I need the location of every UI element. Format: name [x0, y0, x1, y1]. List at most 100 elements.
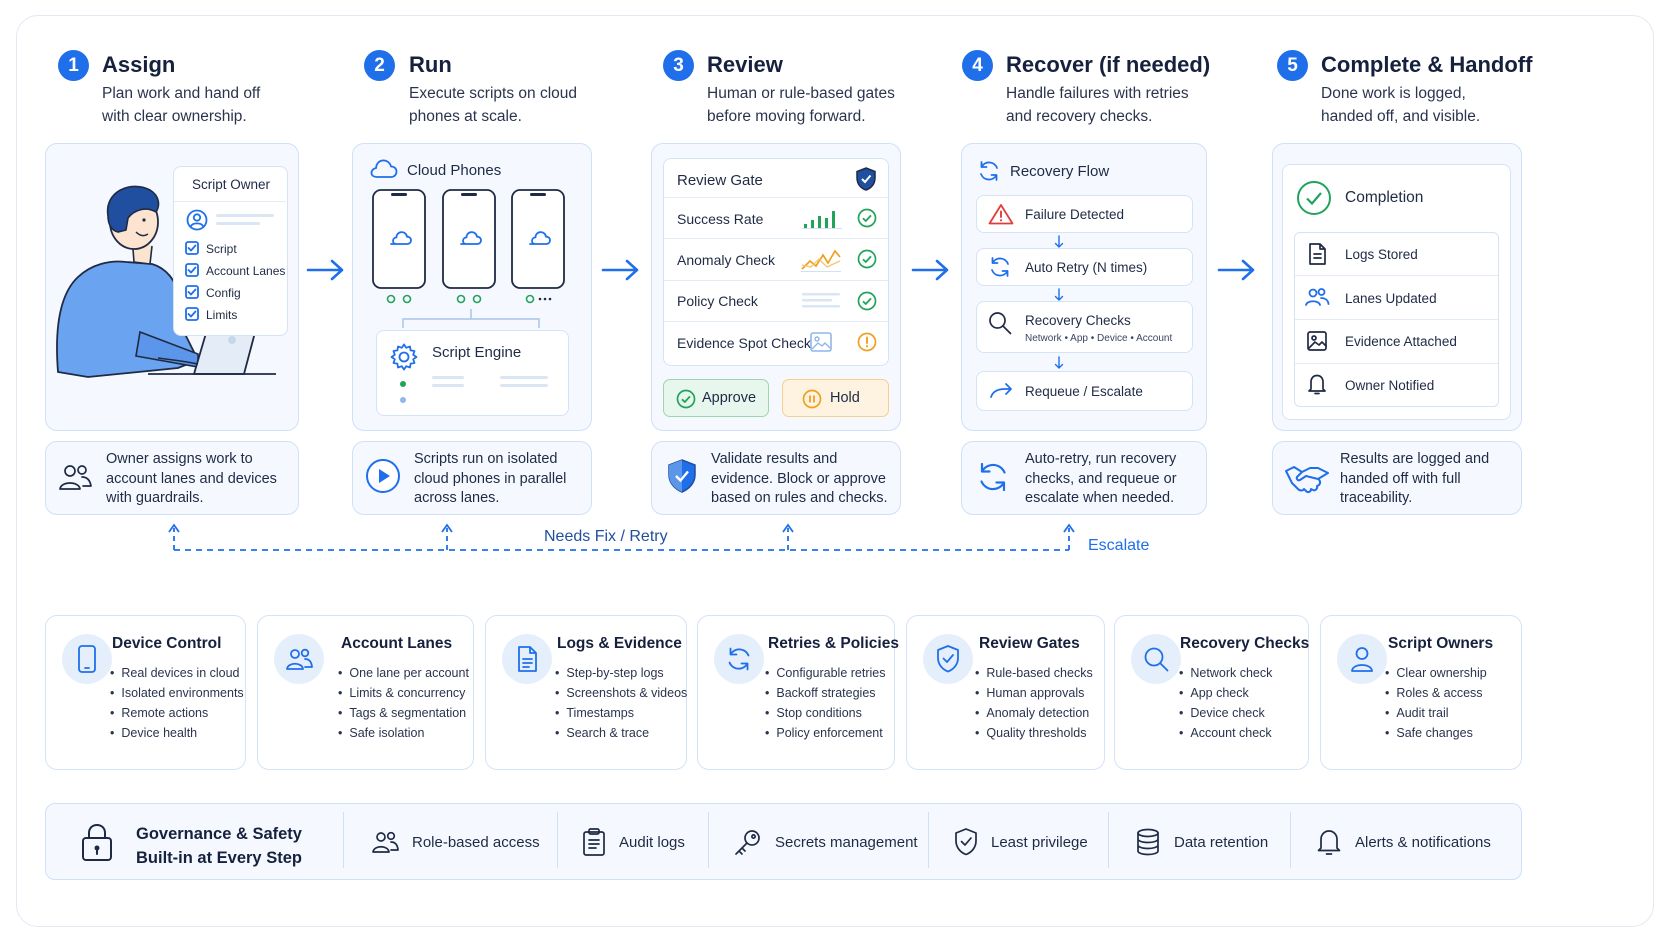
governance-bar: [45, 803, 1522, 880]
phone-device-icon: [511, 189, 565, 289]
play-circle-icon: [366, 459, 400, 493]
governance-item-secrets: Secrets management: [733, 822, 918, 862]
flow-arrow-icon: [911, 259, 949, 281]
phone-icon: [62, 634, 112, 684]
recovery-checks-label: Recovery Checks: [1025, 313, 1131, 328]
feature-title: Review Gates: [979, 635, 1080, 652]
down-arrow-icon: [1054, 235, 1064, 248]
governance-item-label: Data retention: [1174, 833, 1269, 851]
feature-bullet: Search & trace: [555, 723, 687, 743]
recovery-flow-title: Recovery Flow: [1010, 163, 1110, 180]
flow-arrow-icon: [601, 259, 639, 281]
feature-bullet: Remote actions: [110, 703, 244, 723]
step-1-desc: Plan work and hand off with clear owners…: [102, 85, 261, 125]
recover-caption-box: [961, 441, 1207, 515]
feature-bullet: Safe changes: [1385, 723, 1487, 743]
phone-device-icon: [442, 189, 496, 289]
completion-title: Completion: [1345, 189, 1424, 206]
feature-bullet: Timestamps: [555, 703, 687, 723]
feature-card-recovery-checks: Recovery Checks Network check App check …: [1114, 615, 1309, 770]
feature-title: Logs & Evidence: [557, 635, 682, 652]
governance-title-line1: Governance & Safety: [136, 825, 302, 843]
feature-card-device-control: Device Control Real devices in cloud Iso…: [45, 615, 246, 770]
completion-item: Logs Stored: [1345, 247, 1418, 262]
feature-bullet: Audit trail: [1385, 703, 1487, 723]
escalate-label: Escalate: [1088, 537, 1150, 554]
feature-bullet: Quality thresholds: [975, 723, 1093, 743]
refresh-icon: [714, 634, 764, 684]
feature-bullet: Configurable retries: [765, 663, 885, 683]
assign-caption: Owner assigns work to account lanes and …: [106, 451, 277, 506]
hold-label: Hold: [830, 390, 860, 406]
search-icon: [1131, 634, 1181, 684]
governance-title-line2: Built-in at Every Step: [136, 849, 302, 867]
completion-item: Evidence Attached: [1345, 334, 1457, 349]
shield-check-icon: [668, 459, 696, 493]
step-1-number: 1: [58, 50, 89, 81]
governance-divider: [928, 812, 929, 868]
flow-arrow-icon: [306, 259, 344, 281]
alert-triangle-icon: [988, 204, 1014, 225]
refresh-icon: [980, 462, 1006, 492]
anomaly-line-icon: [801, 249, 841, 272]
feature-bullet: Isolated environments: [110, 683, 243, 703]
governance-item-retention: Data retention: [1134, 822, 1268, 862]
feature-bullet: Rule-based checks: [975, 663, 1092, 683]
assign-item: Config: [206, 286, 241, 300]
users-icon: [59, 465, 92, 490]
document-icon: [1309, 243, 1326, 265]
feature-bullet: Network check: [1179, 663, 1272, 683]
cloud-icon: [370, 159, 398, 178]
user-icon: [1337, 634, 1387, 684]
search-icon: [989, 312, 1012, 335]
feature-bullet: Account check: [1179, 723, 1272, 743]
approve-button[interactable]: Approve: [663, 379, 769, 417]
document-icon: [502, 634, 552, 684]
governance-title: Governance & Safety Built-in at Every St…: [136, 822, 302, 870]
governance-item-label: Audit logs: [619, 833, 685, 851]
step-5-desc: Done work is logged, handed off, and vis…: [1321, 85, 1481, 125]
hold-button[interactable]: Hold: [782, 379, 889, 417]
feature-bullet: Tags & segmentation: [338, 703, 469, 723]
review-gate-card: [663, 158, 889, 366]
step-5-title: Complete & Handoff: [1321, 52, 1533, 77]
review-check-label: Anomaly Check: [677, 252, 776, 268]
phone-device-icon: [372, 189, 426, 289]
step-4-desc: Handle failures with retries and recover…: [1006, 85, 1189, 125]
engine-progress-lines: [400, 376, 548, 403]
feature-bullet: Stop conditions: [765, 703, 885, 723]
feature-bullet: Limits & concurrency: [338, 683, 469, 703]
governance-divider: [708, 812, 709, 868]
governance-item-label: Role-based access: [412, 833, 540, 851]
step-3-title: Review: [707, 52, 783, 77]
completion-item: Lanes Updated: [1345, 291, 1437, 306]
feature-bullet: Device check: [1179, 703, 1272, 723]
auto-retry-step: [976, 248, 1193, 286]
clipboard-icon: [583, 828, 605, 856]
requeue-label: Requeue / Escalate: [1025, 384, 1143, 399]
governance-item-alerts: Alerts & notifications: [1315, 822, 1491, 862]
check-circle-icon: [1297, 181, 1331, 215]
step-4-number: 4: [962, 50, 993, 81]
failure-detected-label: Failure Detected: [1025, 207, 1125, 222]
assign-item: Limits: [206, 308, 238, 322]
governance-item-label: Alerts & notifications: [1355, 833, 1491, 851]
recovery-checks-sub: Network • App • Device • Account: [1025, 333, 1173, 344]
checkbox-checked-icon: [185, 285, 199, 299]
auto-retry-label: Auto Retry (N times): [1025, 260, 1148, 275]
governance-item-least-privilege: Least privilege: [953, 822, 1088, 862]
check-circle-icon: [676, 389, 696, 409]
governance-divider: [1108, 812, 1109, 868]
cloud-phones-title: Cloud Phones: [407, 162, 502, 179]
feature-bullet: Device health: [110, 723, 244, 743]
retry-loop-label: Needs Fix / Retry: [537, 528, 675, 546]
user-avatar-icon: [186, 209, 208, 231]
feature-card-retries-policies: Retries & Policies Configurable retries …: [697, 615, 899, 770]
feature-bullet: Roles & access: [1385, 683, 1487, 703]
step-2-title: Run: [409, 52, 452, 77]
policy-lines-icon: [802, 293, 840, 308]
failure-detected-step: [976, 195, 1193, 233]
recovery-checks-step: [976, 301, 1193, 353]
shield-check-icon: [955, 828, 977, 856]
requeue-step: [976, 371, 1193, 411]
